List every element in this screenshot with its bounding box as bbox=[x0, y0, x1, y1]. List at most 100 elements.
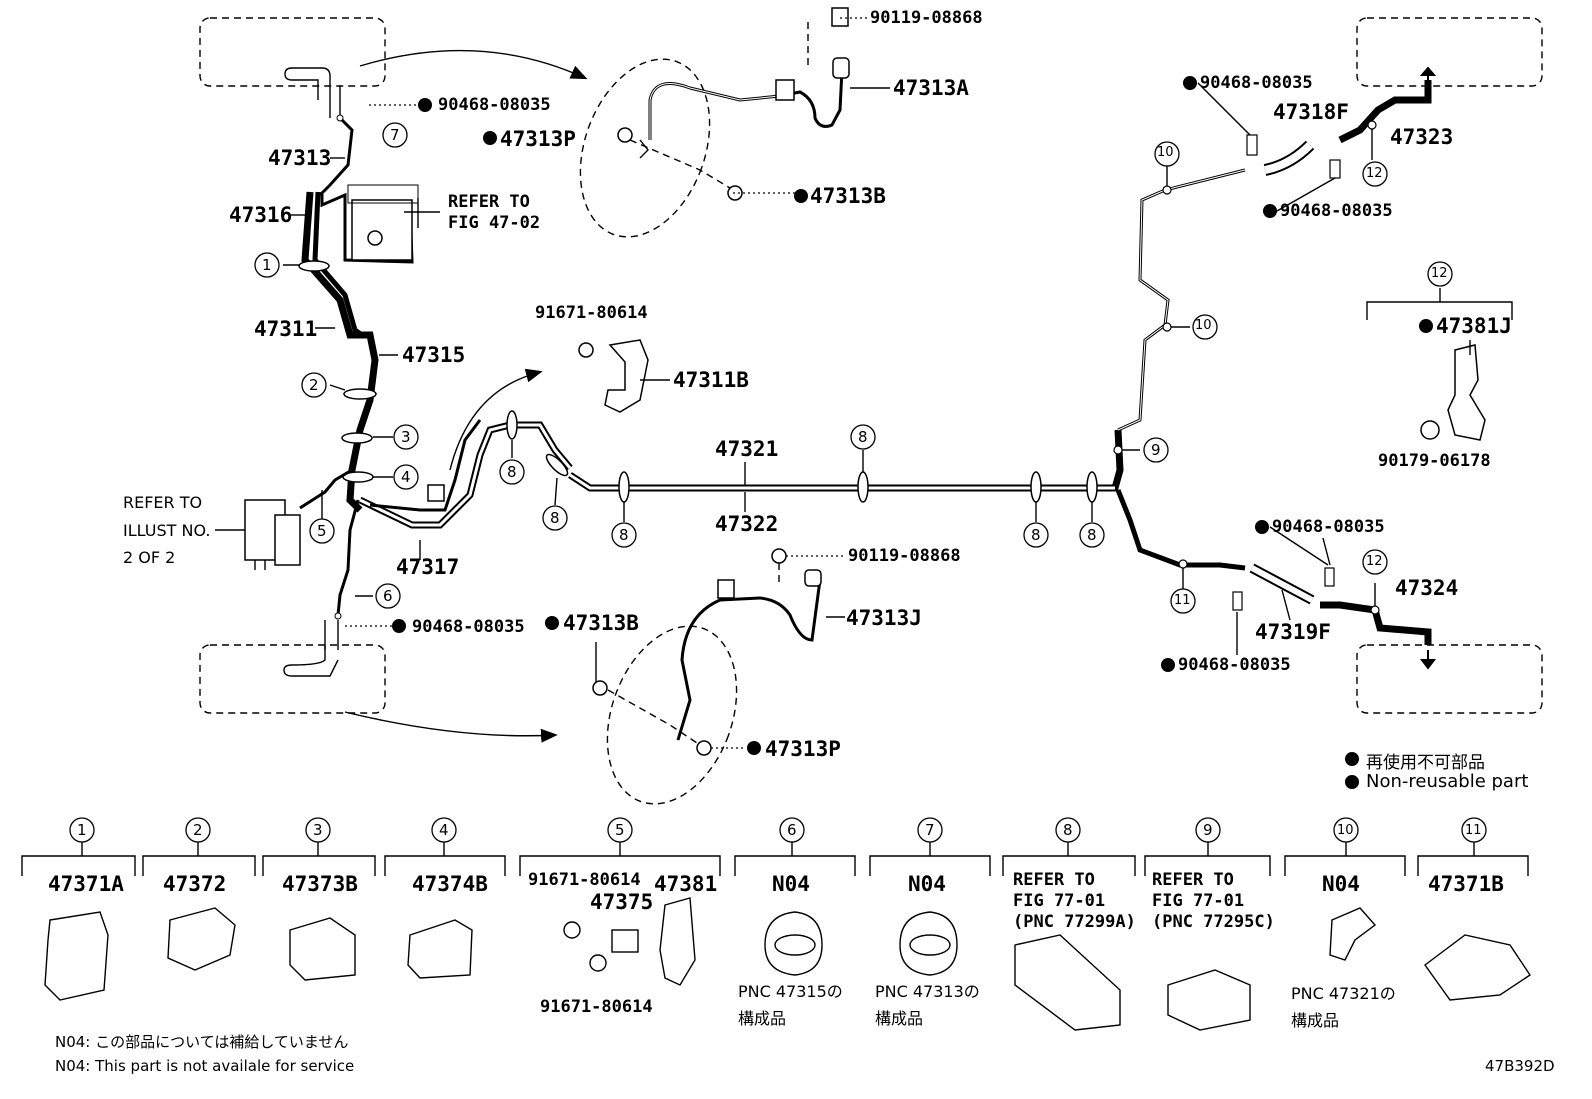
callout-8-a: 8 bbox=[507, 463, 517, 481]
label-47316: 47316 bbox=[229, 203, 293, 227]
table-part-n04-6: N04 bbox=[772, 872, 810, 896]
table-num-4: 4 bbox=[439, 821, 449, 839]
callout-8-b: 8 bbox=[550, 509, 560, 527]
hose-stub-top bbox=[284, 67, 331, 100]
callout-circles bbox=[254, 122, 1453, 614]
callout-7: 7 bbox=[390, 126, 400, 144]
clamp-47372-icon bbox=[167, 907, 236, 971]
callout-10-b: 10 bbox=[1195, 318, 1212, 333]
label-47318F: 47318F bbox=[1273, 100, 1349, 124]
label-91671-80614-mid: 91671-80614 bbox=[535, 303, 648, 323]
label-90468-08035-f: 90468-08035 bbox=[1178, 655, 1291, 675]
label-90468-08035-d: 90468-08035 bbox=[1280, 201, 1393, 221]
detail-ellipse-bottom bbox=[606, 625, 738, 805]
label-47317: 47317 bbox=[396, 555, 460, 579]
table-num-11: 11 bbox=[1465, 823, 1482, 838]
table-part-47381: 47381 bbox=[654, 872, 718, 896]
callout-2: 2 bbox=[309, 376, 319, 394]
front-wheel-box-top bbox=[199, 17, 386, 87]
callout-12-b: 12 bbox=[1366, 554, 1383, 569]
table-part-47375: 47375 bbox=[590, 890, 654, 914]
label-47324: 47324 bbox=[1395, 576, 1459, 600]
table-part-47371A: 47371A bbox=[48, 872, 124, 896]
table-part-91671-80614-bottom: 91671-80614 bbox=[540, 997, 653, 1017]
label-47321: 47321 bbox=[715, 437, 779, 461]
table-num-9: 9 bbox=[1203, 821, 1213, 839]
legend-jp: 再使用不可部品 bbox=[1366, 753, 1485, 773]
callout-8-f: 8 bbox=[1087, 526, 1097, 544]
label-47313P-top: 47313P bbox=[500, 127, 576, 151]
footer-note-jp: N04: この部品については補給していません bbox=[55, 1033, 349, 1051]
rear-wheel-box-left bbox=[199, 644, 386, 714]
legend-en: Non-reusable part bbox=[1366, 771, 1529, 792]
rear-wheel-box-right-top bbox=[1356, 17, 1543, 87]
callout-8-d: 8 bbox=[858, 428, 868, 446]
label-47315: 47315 bbox=[402, 343, 466, 367]
clamp-47371B-icon bbox=[1424, 934, 1531, 1001]
callout-11: 11 bbox=[1174, 593, 1191, 608]
table-refer-8-line3: (PNC 77299A) bbox=[1013, 912, 1136, 932]
table-note-6-line1: PNC 47315の bbox=[738, 982, 843, 1001]
bracket-47381-icon bbox=[659, 897, 696, 986]
callout-4: 4 bbox=[401, 468, 411, 486]
label-47319F: 47319F bbox=[1255, 620, 1331, 644]
label-90468-08035-c: 90468-08035 bbox=[1200, 73, 1313, 93]
label-47313J: 47313J bbox=[846, 606, 922, 630]
callout-12-a: 12 bbox=[1366, 166, 1383, 181]
detail-ellipse-top bbox=[579, 58, 711, 238]
table-num-1: 1 bbox=[77, 821, 87, 839]
callout-10-a: 10 bbox=[1157, 145, 1174, 160]
callout-9: 9 bbox=[1151, 441, 1161, 459]
clip-n04-10-icon bbox=[1329, 907, 1377, 961]
table-refer-9-line1: REFER TO bbox=[1152, 870, 1234, 890]
table-part-91671-80614-top: 91671-80614 bbox=[528, 870, 641, 890]
label-90468-08035-e: 90468-08035 bbox=[1272, 517, 1385, 537]
label-47381J: 47381J bbox=[1436, 314, 1512, 338]
table-note-10-line1: PNC 47321の bbox=[1291, 984, 1396, 1003]
callout-5: 5 bbox=[317, 522, 327, 540]
clamp-77295C-icon bbox=[1167, 969, 1251, 1031]
rear-wheel-box-right-bottom bbox=[1356, 644, 1543, 714]
label-47322: 47322 bbox=[715, 512, 779, 536]
callout-8-e: 8 bbox=[1031, 526, 1041, 544]
label-refer-fig-47-02-line1: REFER TO bbox=[448, 192, 530, 212]
callout-12-c: 12 bbox=[1431, 266, 1448, 281]
label-47311: 47311 bbox=[254, 317, 318, 341]
table-note-6-line2: 構成品 bbox=[738, 1009, 787, 1028]
label-refer-illust-line1: REFER TO bbox=[123, 493, 203, 512]
label-90468-08035-b: 90468-08035 bbox=[412, 617, 525, 637]
table-part-n04-10: N04 bbox=[1322, 872, 1360, 896]
table-num-3: 3 bbox=[313, 821, 323, 839]
detail-arrow-bottom bbox=[344, 711, 558, 743]
callout-6: 6 bbox=[383, 587, 393, 605]
label-90119-08868-bot: 90119-08868 bbox=[848, 546, 961, 566]
table-part-47374B: 47374B bbox=[412, 872, 488, 896]
table-num-10: 10 bbox=[1337, 823, 1354, 838]
label-47313B-bot: 47313B bbox=[563, 611, 639, 635]
table-refer-9-line2: FIG 77-01 bbox=[1152, 891, 1245, 911]
label-refer-fig-47-02-line2: FIG 47-02 bbox=[448, 213, 541, 233]
label-47313P-bot: 47313P bbox=[765, 737, 841, 761]
label-47313A: 47313A bbox=[893, 76, 969, 100]
figure-id: 47B392D bbox=[1485, 1057, 1555, 1075]
table-num-8: 8 bbox=[1063, 821, 1073, 839]
label-refer-illust-line3: 2 OF 2 bbox=[123, 548, 176, 567]
callout-1: 1 bbox=[262, 256, 272, 274]
clamp-47371A-icon bbox=[44, 911, 109, 1001]
callout-3: 3 bbox=[401, 428, 411, 446]
table-note-10-line2: 構成品 bbox=[1291, 1011, 1340, 1030]
label-refer-illust-line2: ILLUST NO. bbox=[123, 521, 211, 540]
label-90179-06178: 90179-06178 bbox=[1378, 451, 1491, 471]
table-num-6: 6 bbox=[787, 821, 797, 839]
label-47313: 47313 bbox=[268, 146, 332, 170]
label-90468-08035-a: 90468-08035 bbox=[438, 95, 551, 115]
footer-note-en: N04: This part is not availale for servi… bbox=[55, 1057, 355, 1075]
table-num-7: 7 bbox=[925, 821, 935, 839]
table-note-7-line1: PNC 47313の bbox=[875, 982, 980, 1001]
label-90119-08868-top: 90119-08868 bbox=[870, 8, 983, 28]
label-47313B-top: 47313B bbox=[810, 184, 886, 208]
clamp-47373B-icon bbox=[289, 917, 356, 981]
table-num-2: 2 bbox=[193, 821, 203, 839]
table-refer-9-line3: (PNC 77295C) bbox=[1152, 912, 1275, 932]
